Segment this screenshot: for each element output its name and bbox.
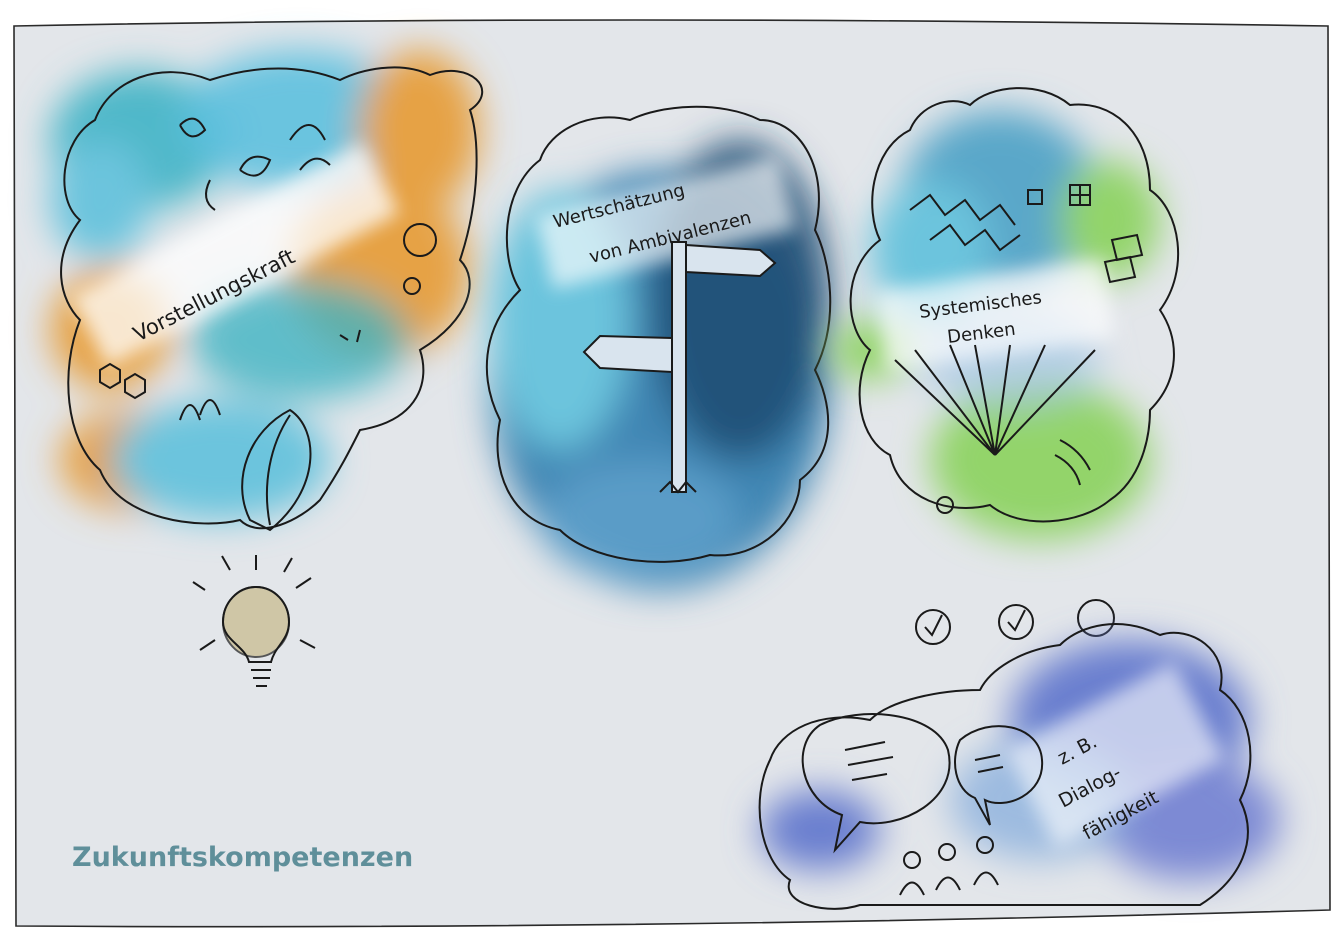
check-circle-icon — [998, 604, 1034, 640]
systems-thinking-cloud — [830, 87, 1180, 540]
label-highlight — [535, 155, 796, 290]
lightbulb-icon — [192, 555, 316, 687]
imagination-cloud — [50, 50, 484, 532]
dialogue-cloud — [758, 623, 1280, 910]
check-circle-icon — [915, 609, 951, 645]
label-highlight — [875, 259, 1115, 371]
ambivalence-cloud — [485, 105, 832, 590]
label-highlight — [70, 142, 400, 368]
network-icon — [894, 184, 1144, 514]
checkmark-row — [915, 599, 1115, 645]
empty-circle-icon — [1077, 599, 1115, 637]
page-title: Zukunftskompetenzen — [72, 842, 414, 873]
speech-bubbles-icon — [801, 713, 1044, 896]
signpost-icon — [582, 241, 777, 494]
label-highlight — [1005, 661, 1225, 849]
